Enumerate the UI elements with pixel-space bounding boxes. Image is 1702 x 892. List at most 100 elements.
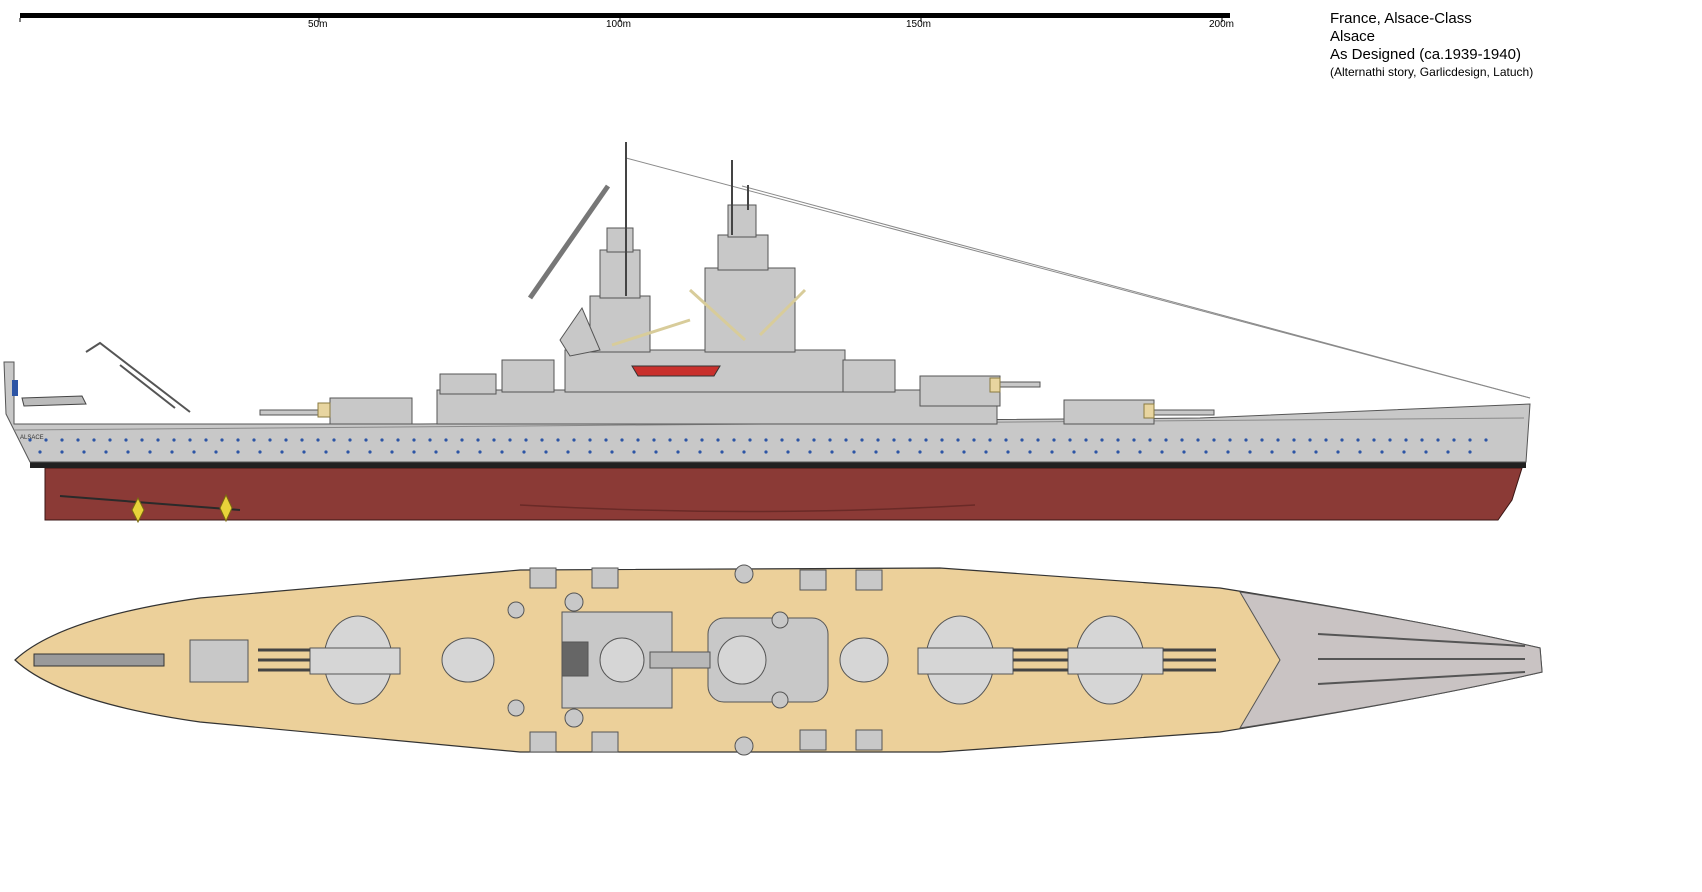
porthole bbox=[844, 438, 848, 442]
porthole bbox=[892, 438, 896, 442]
porthole bbox=[92, 438, 96, 442]
porthole bbox=[764, 450, 768, 454]
porthole bbox=[390, 450, 394, 454]
porthole bbox=[636, 438, 640, 442]
porthole bbox=[380, 438, 384, 442]
porthole bbox=[1204, 450, 1208, 454]
porthole bbox=[188, 438, 192, 442]
scale-tick-100m: 100m bbox=[606, 19, 631, 30]
porthole bbox=[1336, 450, 1340, 454]
porthole bbox=[1292, 438, 1296, 442]
porthole bbox=[1004, 438, 1008, 442]
porthole bbox=[1452, 438, 1456, 442]
porthole bbox=[544, 450, 548, 454]
porthole bbox=[830, 450, 834, 454]
info-ship-name: Alsace bbox=[1330, 28, 1376, 45]
info-class-title: France, Alsace-Class bbox=[1330, 10, 1472, 27]
porthole bbox=[332, 438, 336, 442]
porthole bbox=[412, 438, 416, 442]
lower-hull bbox=[44, 467, 1523, 521]
porthole bbox=[918, 450, 922, 454]
scale-tick-150m: 150m bbox=[906, 19, 931, 30]
deck-gun-barrels bbox=[258, 648, 1216, 672]
ensign bbox=[12, 380, 18, 396]
porthole bbox=[874, 450, 878, 454]
porthole bbox=[284, 438, 288, 442]
porthole bbox=[764, 438, 768, 442]
deck-secondary-turrets bbox=[507, 564, 883, 756]
porthole bbox=[780, 438, 784, 442]
porthole bbox=[1164, 438, 1168, 442]
porthole bbox=[460, 438, 464, 442]
porthole bbox=[140, 438, 144, 442]
porthole bbox=[220, 438, 224, 442]
porthole bbox=[1006, 450, 1010, 454]
hangar-hatch bbox=[189, 639, 249, 683]
porthole bbox=[1484, 438, 1488, 442]
main-turrets bbox=[259, 359, 1215, 425]
porthole bbox=[1116, 438, 1120, 442]
porthole bbox=[1380, 450, 1384, 454]
porthole bbox=[604, 438, 608, 442]
porthole bbox=[1212, 438, 1216, 442]
porthole bbox=[786, 450, 790, 454]
porthole bbox=[540, 438, 544, 442]
porthole bbox=[700, 438, 704, 442]
porthole bbox=[720, 450, 724, 454]
porthole bbox=[988, 438, 992, 442]
porthole bbox=[742, 450, 746, 454]
porthole bbox=[1270, 450, 1274, 454]
porthole bbox=[732, 438, 736, 442]
porthole bbox=[1138, 450, 1142, 454]
porthole bbox=[1068, 438, 1072, 442]
boat-derricks bbox=[611, 288, 807, 347]
porthole bbox=[1292, 450, 1296, 454]
porthole bbox=[524, 438, 528, 442]
seaplane bbox=[21, 395, 87, 407]
porthole bbox=[1116, 450, 1120, 454]
porthole bbox=[610, 450, 614, 454]
porthole bbox=[940, 450, 944, 454]
portholes bbox=[28, 438, 1488, 454]
porthole bbox=[1468, 450, 1472, 454]
ships-boat bbox=[631, 365, 721, 377]
porthole bbox=[522, 450, 526, 454]
porthole bbox=[588, 450, 592, 454]
porthole bbox=[796, 438, 800, 442]
porthole bbox=[108, 438, 112, 442]
deck-superstructure bbox=[561, 611, 829, 709]
porthole bbox=[1420, 438, 1424, 442]
porthole bbox=[1358, 450, 1362, 454]
porthole bbox=[1446, 450, 1450, 454]
porthole bbox=[348, 438, 352, 442]
porthole bbox=[1388, 438, 1392, 442]
porthole bbox=[1248, 450, 1252, 454]
porthole bbox=[236, 450, 240, 454]
searchlight-boom bbox=[527, 184, 611, 300]
porthole bbox=[1094, 450, 1098, 454]
porthole bbox=[572, 438, 576, 442]
porthole bbox=[428, 438, 432, 442]
porthole bbox=[876, 438, 880, 442]
porthole bbox=[956, 438, 960, 442]
porthole bbox=[852, 450, 856, 454]
aircraft-crane bbox=[85, 341, 191, 413]
porthole bbox=[148, 450, 152, 454]
porthole bbox=[456, 450, 460, 454]
porthole bbox=[1028, 450, 1032, 454]
porthole bbox=[252, 438, 256, 442]
porthole bbox=[1052, 438, 1056, 442]
info-configuration: As Designed (ca.1939-1940) bbox=[1330, 46, 1521, 63]
scale-tick-50m: 50m bbox=[308, 19, 327, 30]
porthole bbox=[1324, 438, 1328, 442]
porthole bbox=[1160, 450, 1164, 454]
porthole bbox=[60, 450, 64, 454]
porthole bbox=[828, 438, 832, 442]
porthole bbox=[1084, 438, 1088, 442]
deck-view bbox=[14, 564, 1543, 756]
porthole bbox=[1072, 450, 1076, 454]
porthole bbox=[38, 450, 42, 454]
porthole bbox=[1340, 438, 1344, 442]
porthole bbox=[652, 438, 656, 442]
info-box: France, Alsace-Class Alsace As Designed … bbox=[1330, 10, 1533, 80]
